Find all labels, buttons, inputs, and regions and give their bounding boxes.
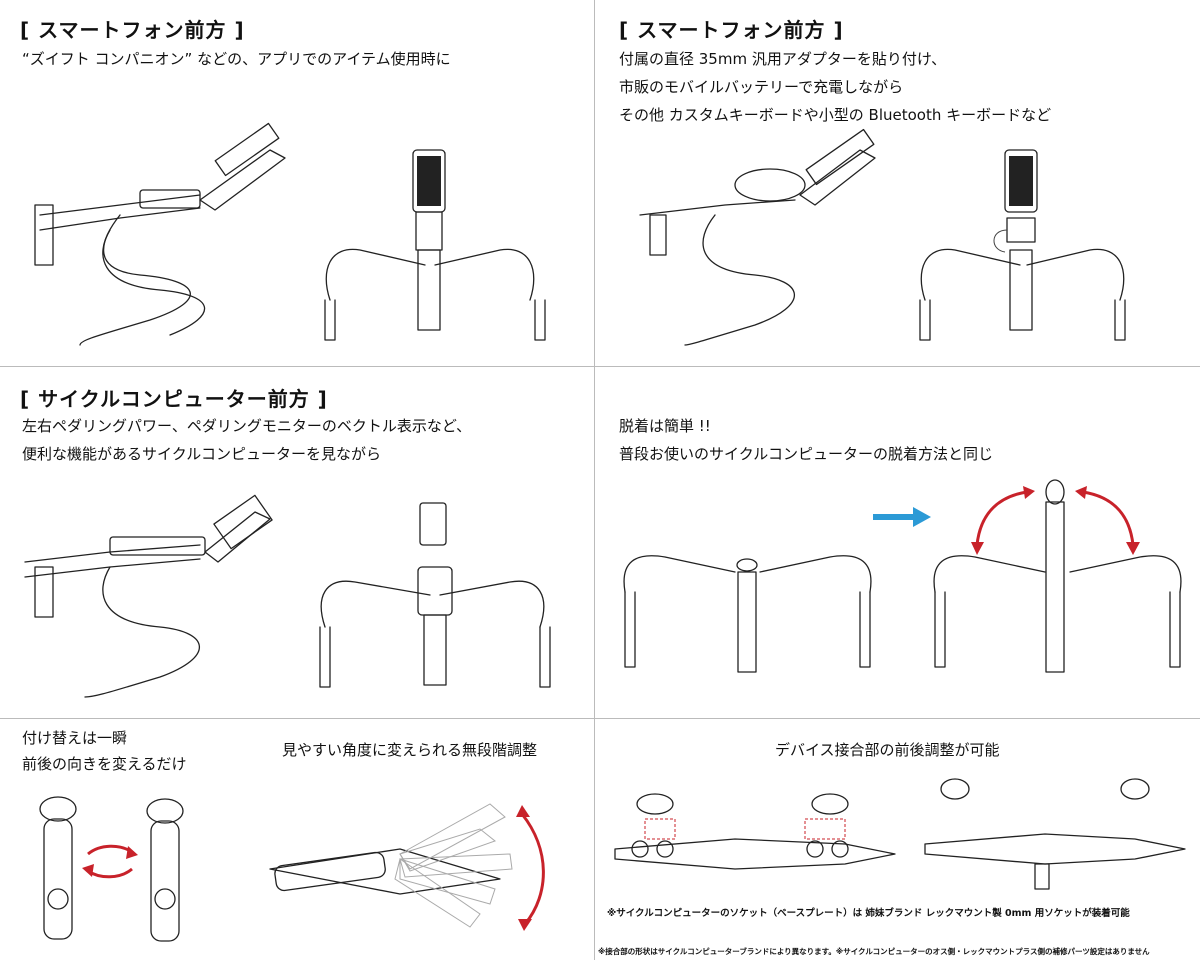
section-heading: 見やすい角度に変えられる無段階調整 [282,741,538,759]
front-view-illustration [324,149,546,341]
section-heading: デバイス接合部の前後調整が可能 [775,741,1000,759]
panel-easy-detach: 脱着は簡単 !! 普段お使いのサイクルコンピューターの脱着方法と同じ [595,367,1200,718]
footnote-joint: ※接合部の形状はサイクルコンピューターブランドにより異なります。※サイクルコンピ… [598,947,1150,956]
panel-smartphone-front-app: [ スマートフォン前方 ] “ズイフト コンパニオン” などの、アプリでのアイテ… [0,0,594,366]
description-line-2: 市販のモバイルバッテリーで充電しながら [619,78,904,96]
description-line-1: 付け替えは一瞬 [22,729,128,747]
panel-cyclecomputer-front: [ サイクルコンピューター前方 ] 左右ペダリングパワー、ペダリングモニターのベ… [0,367,594,718]
panel-angle-adjust: 見やすい角度に変えられる無段階調整 [260,719,594,960]
panel-front-back-adjust: デバイス接合部の前後調整が可能 ※サイクルコンピューターのソケット（ベースプレー… [595,719,1200,960]
description-line-2: 普段お使いのサイクルコンピューターの脱着方法と同じ [619,445,993,463]
panel-smartphone-front-battery: [ スマートフォン前方 ] 付属の直径 35mm 汎用アダプターを貼り付け、 市… [595,0,1200,366]
swap-illustration [39,796,184,942]
description-line-3: その他 カスタムキーボードや小型の Bluetooth キーボードなど [619,106,1052,124]
description-line: “ズイフト コンパニオン” などの、アプリでのアイテム使用時に [22,50,451,68]
side-view-battery-illustration [639,128,876,346]
adjust-illustration [614,778,1186,890]
section-heading: [ スマートフォン前方 ] [20,18,245,42]
vertical-divider [594,0,595,960]
section-heading: [ スマートフォン前方 ] [619,18,844,42]
description-line-1: 左右ペダリングパワー、ペダリングモニターのベクトル表示など、 [22,417,472,435]
panel-quick-swap: 付け替えは一瞬 前後の向きを変えるだけ [0,719,260,960]
description-line-2: 前後の向きを変えるだけ [22,755,187,773]
detach-illustration [623,479,1182,673]
side-view-illustration [34,122,286,346]
section-heading: [ サイクルコンピューター前方 ] [20,387,328,411]
angle-adjust-illustration [269,803,545,931]
side-view-computer-illustration [24,494,273,698]
front-view-computer-illustration [319,502,551,688]
horizontal-divider-bottom [0,718,1200,719]
footnote-socket: ※サイクルコンピューターのソケット（ベースプレート）は 姉妹ブランド レックマウ… [607,908,1130,919]
front-view-battery-illustration [919,149,1126,341]
description-line-1: 付属の直径 35mm 汎用アダプターを貼り付け、 [619,50,947,68]
description-line-2: 便利な機能があるサイクルコンピューターを見ながら [22,445,381,463]
description-line-1: 脱着は簡単 !! [619,417,711,435]
horizontal-divider-top [0,366,1200,367]
